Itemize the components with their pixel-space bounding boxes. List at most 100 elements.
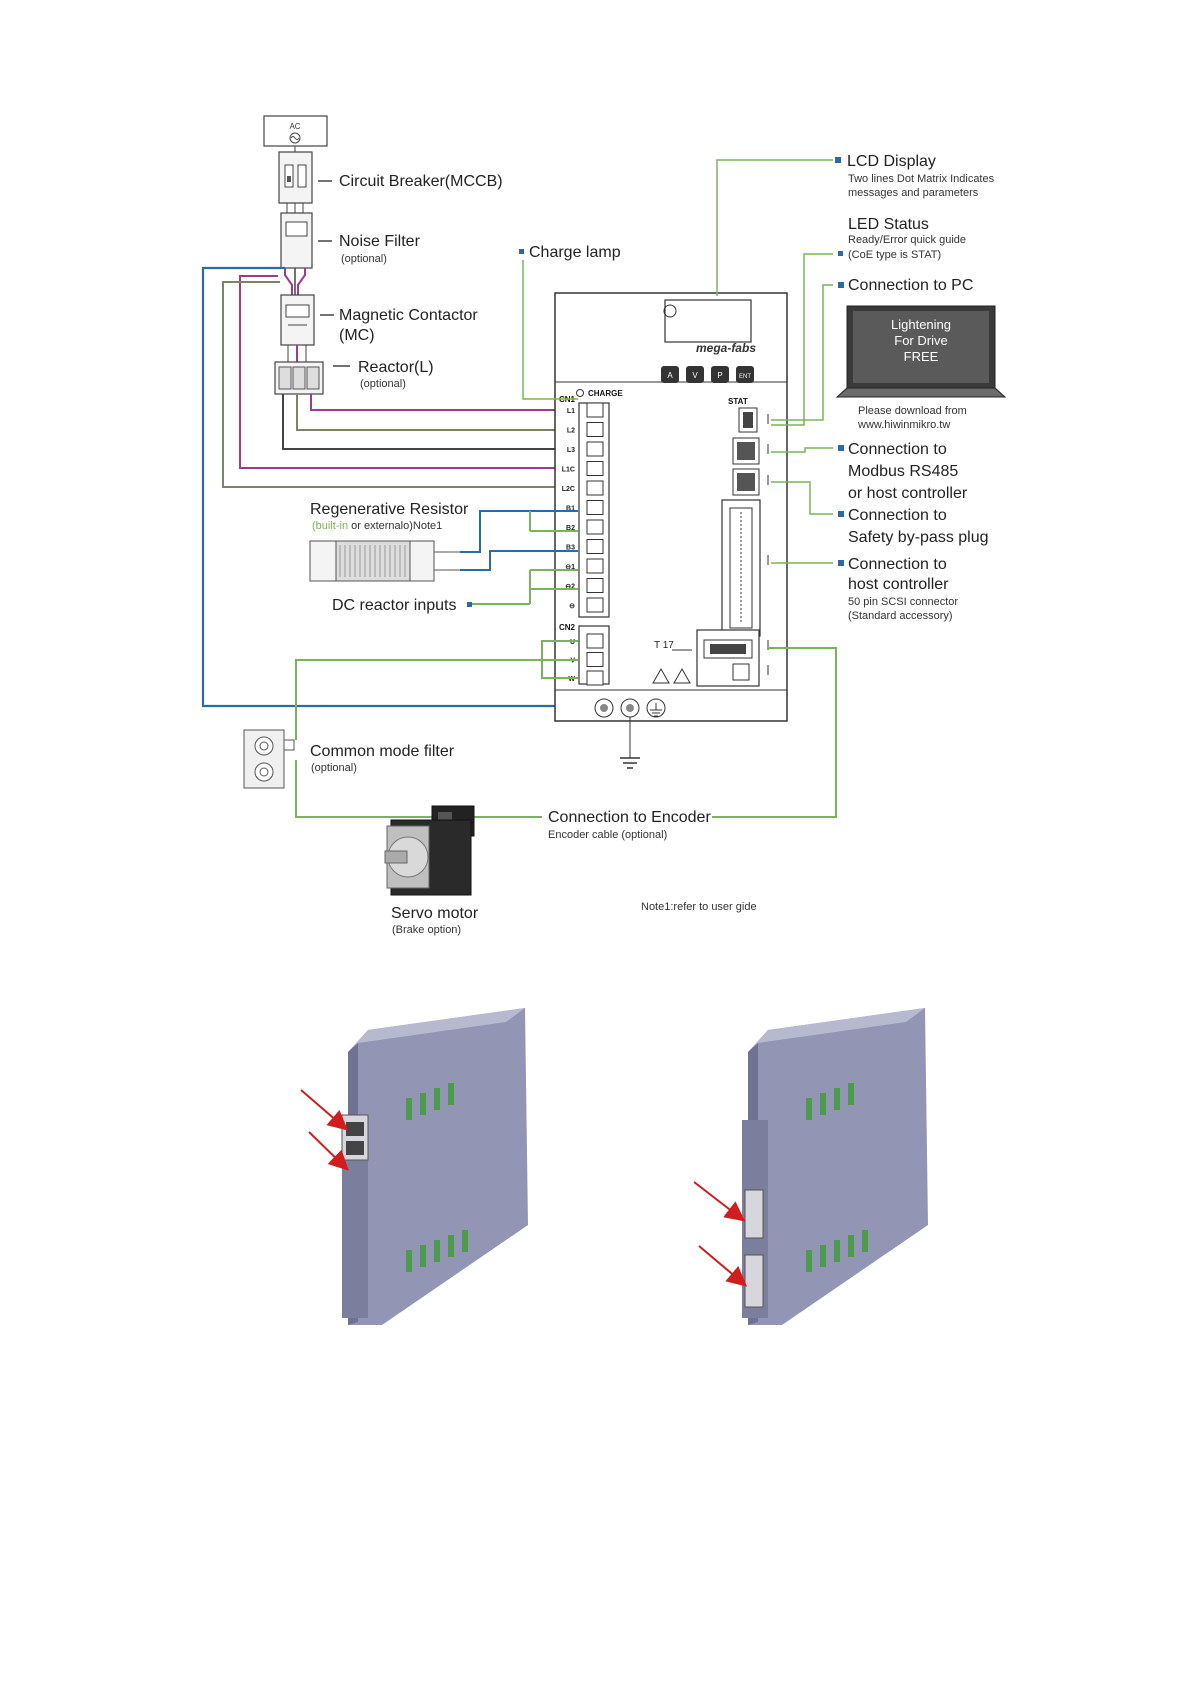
laptop-line1: Lightening bbox=[891, 317, 951, 332]
terminal-label: L2C bbox=[562, 486, 575, 493]
lcd-marker bbox=[835, 157, 841, 163]
dc-reactor-wires bbox=[472, 569, 578, 605]
terminal-slot bbox=[586, 558, 604, 574]
host-marker bbox=[838, 560, 844, 566]
terminal-slot bbox=[586, 670, 604, 686]
magnetic-contactor bbox=[280, 294, 315, 346]
terminal-slot bbox=[586, 652, 604, 667]
pc-title: Connection to PC bbox=[848, 277, 973, 294]
right-callout-leaders bbox=[716, 159, 833, 564]
mc-label-1: Magnetic Contactor bbox=[339, 307, 478, 324]
key-a: A bbox=[667, 371, 673, 380]
lcd-title: LCD Display bbox=[847, 153, 936, 170]
servo-motor bbox=[384, 805, 475, 896]
host-line3: 50 pin SCSI connector bbox=[848, 596, 958, 608]
key-v: V bbox=[692, 371, 698, 380]
charge-lamp-marker bbox=[519, 249, 524, 254]
terminal-label: L3 bbox=[567, 447, 575, 454]
t17-text: T 17 bbox=[654, 640, 674, 651]
reactor-sub: (optional) bbox=[360, 378, 406, 390]
terminal-label: W bbox=[568, 676, 575, 683]
terminal-slot bbox=[586, 578, 604, 593]
stat-text: STAT bbox=[728, 397, 748, 406]
terminal-slot bbox=[586, 539, 604, 554]
note-text: Note1:refer to user gide bbox=[641, 901, 757, 913]
terminal-slot bbox=[586, 461, 604, 476]
noise-filter-label: Noise Filter bbox=[339, 233, 421, 250]
noise-filter bbox=[280, 212, 313, 269]
nf-to-mc-wires bbox=[284, 268, 306, 295]
download-line1: Please download from bbox=[858, 405, 967, 417]
modbus-line3: or host controller bbox=[848, 485, 968, 502]
lcd-line2: messages and parameters bbox=[848, 187, 979, 199]
regen-sub: (built-in or externalo)Note1 bbox=[312, 520, 442, 532]
regen-wires bbox=[460, 510, 578, 571]
laptop-line2: For Drive bbox=[894, 333, 947, 348]
encoder-sub: Encoder cable (optional) bbox=[548, 829, 667, 841]
terminal-slot bbox=[586, 480, 604, 496]
terminal-label: L1C bbox=[562, 467, 575, 474]
terminal-label: B2 bbox=[566, 525, 575, 532]
terminal-slot bbox=[586, 500, 604, 515]
led-marker bbox=[838, 251, 843, 256]
ac-label: AC bbox=[289, 122, 300, 131]
terminal-label: U bbox=[570, 639, 575, 646]
terminal-slot bbox=[586, 441, 604, 457]
terminal-slot bbox=[586, 519, 604, 535]
terminal-label: ⊖ bbox=[569, 603, 575, 610]
regen-resistor bbox=[309, 540, 460, 582]
encoder-title: Connection to Encoder bbox=[548, 809, 711, 826]
safety-line1: Connection to bbox=[848, 507, 947, 524]
terminal-slot bbox=[586, 402, 604, 418]
cn2-terminals: UVW bbox=[568, 633, 604, 686]
terminal-slot bbox=[586, 633, 604, 649]
pc-marker bbox=[838, 282, 844, 288]
charge-lamp-leader bbox=[522, 260, 578, 400]
cmf-title: Common mode filter bbox=[310, 743, 455, 760]
mc-label-2: (MC) bbox=[339, 327, 375, 344]
regen-or: or externalo)Note1 bbox=[348, 520, 442, 532]
reactor bbox=[274, 361, 324, 395]
led-line2: (CoE type is STAT) bbox=[848, 249, 941, 261]
terminal-label: B3 bbox=[566, 545, 575, 552]
lcd-line1: Two lines Dot Matrix Indicates bbox=[848, 173, 995, 185]
terminal-slot bbox=[586, 597, 604, 613]
terminal-label: L2 bbox=[567, 428, 575, 435]
safety-marker bbox=[838, 511, 844, 517]
dc-reactor-marker bbox=[467, 602, 472, 607]
breaker-wires bbox=[286, 203, 304, 213]
noise-filter-sub: (optional) bbox=[341, 253, 387, 265]
circuit-breaker bbox=[278, 151, 313, 204]
terminal-label: B1 bbox=[566, 506, 575, 513]
modbus-marker bbox=[838, 445, 844, 451]
download-line2: www.hiwinmikro.tw bbox=[857, 419, 950, 431]
red-arrows bbox=[300, 1089, 748, 1287]
regen-builtin: (built-in bbox=[312, 520, 348, 532]
terminal-slot bbox=[586, 422, 604, 437]
led-title: LED Status bbox=[848, 216, 929, 233]
servo-title: Servo motor bbox=[391, 905, 479, 922]
modbus-line1: Connection to bbox=[848, 441, 947, 458]
key-p: P bbox=[717, 371, 722, 380]
mc-to-reactor-wires bbox=[287, 345, 307, 362]
breaker-label: Circuit Breaker(MCCB) bbox=[339, 173, 503, 190]
terminal-label: L1 bbox=[567, 408, 575, 415]
servo-sub: (Brake option) bbox=[392, 924, 461, 936]
terminal-label: ⊖1 bbox=[565, 564, 575, 571]
charge-text: CHARGE bbox=[588, 389, 623, 398]
reactor-label: Reactor(L) bbox=[358, 359, 434, 376]
host-line2: host controller bbox=[848, 576, 949, 593]
led-line1: Ready/Error quick guide bbox=[848, 234, 966, 246]
modbus-line2: Modbus RS485 bbox=[848, 463, 958, 480]
safety-line2: Safety by-pass plug bbox=[848, 529, 989, 546]
servo-drive: mega-fabs A V P ENT CHARGE CN1 L1L2L3L1C… bbox=[554, 292, 788, 769]
cmf-sub: (optional) bbox=[311, 762, 357, 774]
keypad: A V P ENT bbox=[661, 366, 754, 383]
host-line1: Connection to bbox=[848, 556, 947, 573]
brand-label: mega-fabs bbox=[696, 341, 756, 355]
ac-source: AC bbox=[263, 115, 328, 147]
power-wires bbox=[201, 266, 592, 708]
terminal-label: ⊖2 bbox=[565, 584, 575, 591]
